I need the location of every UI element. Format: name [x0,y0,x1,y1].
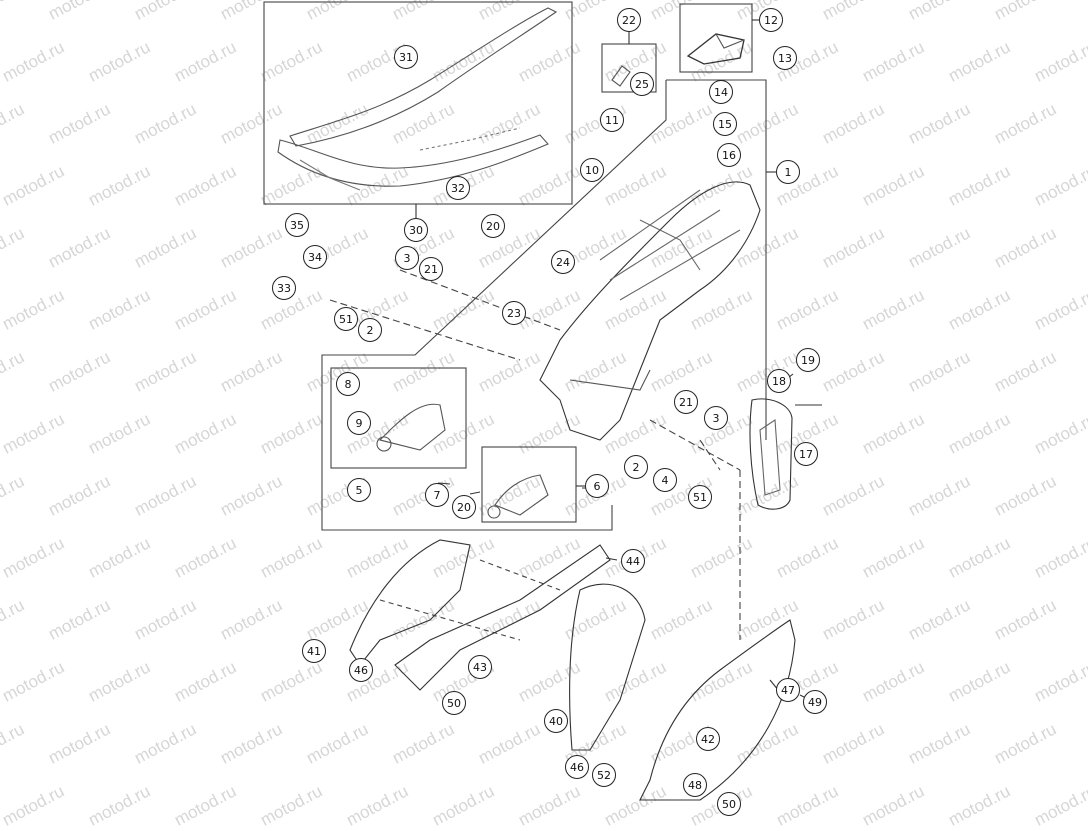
callout-8[interactable]: 8 [336,372,360,396]
callout-52[interactable]: 52 [592,763,616,787]
frame-1-bracket [666,79,767,440]
callout-20[interactable]: 20 [481,214,505,238]
callout-51[interactable]: 51 [688,485,712,509]
callout-35[interactable]: 35 [285,213,309,237]
part-17 [749,398,793,510]
callout-40[interactable]: 40 [544,709,568,733]
callout-34[interactable]: 34 [303,245,327,269]
callout-25[interactable]: 25 [630,72,654,96]
sub-box-6 [481,446,577,523]
callout-47[interactable]: 47 [776,678,800,702]
callout-3[interactable]: 3 [395,246,419,270]
callout-9[interactable]: 9 [347,411,371,435]
callout-21[interactable]: 21 [419,257,443,281]
callout-7[interactable]: 7 [425,483,449,507]
callout-46[interactable]: 46 [349,658,373,682]
callout-11[interactable]: 11 [600,108,624,132]
callout-24[interactable]: 24 [551,250,575,274]
part-43 [394,544,611,691]
callout-18[interactable]: 18 [767,369,791,393]
callout-51[interactable]: 51 [334,307,358,331]
part-40 [569,583,646,751]
callout-23[interactable]: 23 [502,301,526,325]
callout-31[interactable]: 31 [394,45,418,69]
seat-32-outline [277,134,549,187]
callout-4[interactable]: 4 [653,468,677,492]
seat-31-outline [289,7,558,147]
part-12-box [679,3,753,73]
callout-1[interactable]: 1 [776,160,800,184]
callout-50[interactable]: 50 [442,691,466,715]
callout-49[interactable]: 49 [803,690,827,714]
callout-20[interactable]: 20 [452,495,476,519]
rear-frame [539,181,761,441]
callout-16[interactable]: 16 [717,143,741,167]
callout-3[interactable]: 3 [704,406,728,430]
callout-17[interactable]: 17 [794,442,818,466]
callout-30[interactable]: 30 [404,218,428,242]
callout-43[interactable]: 43 [468,655,492,679]
callout-5[interactable]: 5 [347,478,371,502]
callout-44[interactable]: 44 [621,549,645,573]
side-cover-41 [349,539,471,666]
callout-32[interactable]: 32 [446,176,470,200]
seat-group-box [263,1,573,205]
part-42 [639,619,796,801]
callout-2[interactable]: 2 [624,455,648,479]
sub-box-5 [330,367,467,469]
callout-19[interactable]: 19 [796,348,820,372]
callout-50[interactable]: 50 [717,792,741,816]
callout-6[interactable]: 6 [585,474,609,498]
callout-15[interactable]: 15 [713,112,737,136]
callout-2[interactable]: 2 [358,318,382,342]
callout-33[interactable]: 33 [272,276,296,300]
callout-21[interactable]: 21 [674,390,698,414]
callout-42[interactable]: 42 [696,727,720,751]
callout-10[interactable]: 10 [580,158,604,182]
callout-12[interactable]: 12 [759,8,783,32]
callout-13[interactable]: 13 [773,46,797,70]
callout-48[interactable]: 48 [683,773,707,797]
callout-41[interactable]: 41 [302,639,326,663]
callout-46[interactable]: 46 [565,755,589,779]
callout-22[interactable]: 22 [617,8,641,32]
callout-14[interactable]: 14 [709,80,733,104]
